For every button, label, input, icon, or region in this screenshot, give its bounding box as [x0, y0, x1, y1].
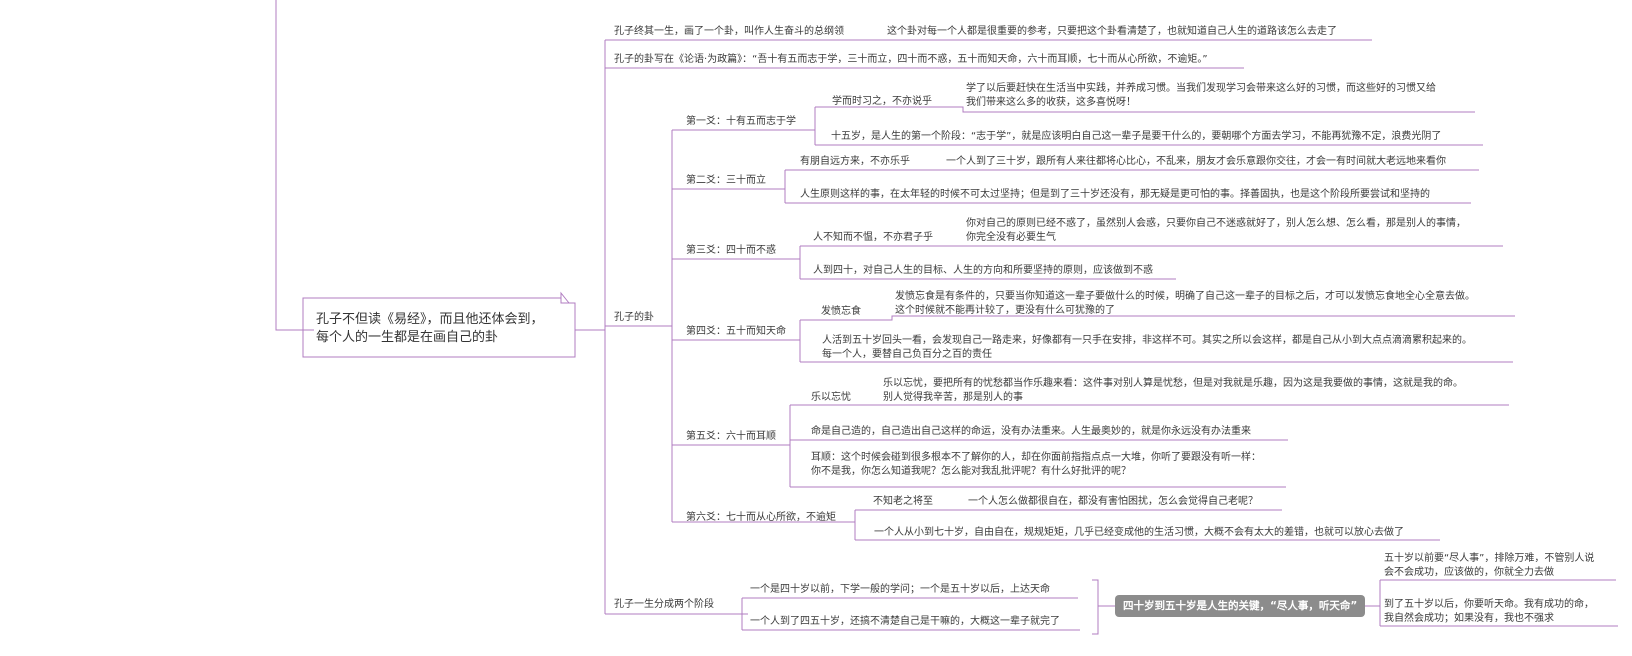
yao-1-sub-1-detail-2[interactable]: 我们带来这么多的收获，这多喜悦呀！ [966, 97, 1136, 108]
branch-lunyu-quote[interactable]: 孔子的卦写在《论语·为政篇》：“吾十有五而志于学，三十而立，四十而不惑，五十而知… [614, 54, 1208, 65]
yao-5-sub-1-detail-1[interactable]: 乐以忘忧，要把所有的忧愁都当作乐趣来看：这件事对别人算是忧愁，但是对我就是乐趣，… [883, 378, 1463, 389]
yao-3-sub-1[interactable]: 人不知而不愠，不亦君子乎 [813, 232, 933, 243]
stages-key-detail-1-line2[interactable]: 会不会成功，应该做的，你就全力去做 [1384, 567, 1554, 578]
yao-4-sub-2-line1[interactable]: 人活到五十岁回头一看，会发现自己一路走来，好像都有一只手在安排，非这样不可。其实… [822, 335, 1472, 346]
yao-5-sub-3-line2[interactable]: 你不是我，你怎么知道我呢？怎么能对我乱批评呢？有什么好批评的呢？ [811, 466, 1131, 477]
stages-key-detail-2-line2[interactable]: 我自然会成功；如果没有，我也不强求 [1384, 613, 1554, 624]
branch-summary-left[interactable]: 孔子终其一生，画了一个卦，叫作人生奋斗的总纲领 [614, 26, 844, 37]
yao-3-sub-1-detail-2[interactable]: 你完全没有必要生气 [966, 232, 1056, 243]
branch-gua-label[interactable]: 孔子的卦 [614, 312, 654, 323]
yao-6-sub-1[interactable]: 不知老之将至 [873, 496, 933, 507]
yao-1-label[interactable]: 第一爻：十有五而志于学 [686, 116, 796, 127]
yao-3-sub-1-detail-1[interactable]: 你对自己的原则已经不惑了，虽然别人会惑，只要你自己不迷惑就好了，别人怎么想、怎么… [966, 218, 1466, 229]
branch-two-stages-label[interactable]: 孔子一生分成两个阶段 [614, 599, 714, 610]
yao-3-sub-2[interactable]: 人到四十，对自己人生的目标、人生的方向和所要坚持的原则，应该做到不惑 [813, 265, 1153, 276]
stages-key-detail-2-line1[interactable]: 到了五十岁以后，你要听天命。我有成功的命， [1384, 599, 1594, 610]
yao-5-label[interactable]: 第五爻：六十而耳顺 [686, 431, 776, 442]
stages-key-summary[interactable]: 四十岁到五十岁是人生的关键，“尽人事，听天命” [1115, 595, 1366, 617]
yao-6-label[interactable]: 第六爻：七十而从心所欲，不逾矩 [686, 512, 836, 523]
yao-2-label[interactable]: 第二爻：三十而立 [686, 175, 766, 186]
yao-1-sub-2[interactable]: 十五岁，是人生的第一个阶段：“志于学”，就是应该明白自己这一辈子是要干什么的，要… [831, 131, 1442, 142]
yao-3-label[interactable]: 第三爻：四十而不惑 [686, 245, 776, 256]
yao-4-sub-1[interactable]: 发愤忘食 [821, 306, 861, 317]
stages-key-detail-1-line1[interactable]: 五十岁以前要“尽人事”，排除万难，不管别人说 [1384, 553, 1595, 564]
yao-5-sub-2[interactable]: 命是自己造的，自己造出自己这样的命运，没有办法重来。人生最奥妙的，就是你永远没有… [811, 426, 1251, 437]
branch-summary-right[interactable]: 这个卦对每一个人都是很重要的参考，只要把这个卦看清楚了，也就知道自己人生的道路该… [887, 26, 1337, 37]
stages-sub-2[interactable]: 一个人到了四五十岁，还搞不清楚自己是干嘛的，大概这一辈子就完了 [750, 616, 1060, 627]
yao-5-sub-1-detail-2[interactable]: 别人觉得我辛苦，那是别人的事 [883, 392, 1023, 403]
root-topic[interactable]: 孔子不但读《易经》，而且他还体会到， 每个人的一生都是在画自己的卦 [316, 311, 544, 347]
yao-6-sub-2[interactable]: 一个人从小到七十岁，自由自在，规规矩矩，几乎已经变成他的生活习惯，大概不会有太大… [874, 527, 1404, 538]
yao-5-sub-3-line1[interactable]: 耳顺：这个时候会碰到很多根本不了解你的人，却在你面前指指点点一大堆，你听了要跟没… [811, 452, 1261, 463]
yao-1-sub-1[interactable]: 学而时习之，不亦说乎 [832, 96, 932, 107]
yao-5-sub-1[interactable]: 乐以忘忧 [811, 392, 851, 403]
yao-4-label[interactable]: 第四爻：五十而知天命 [686, 326, 786, 337]
root-topic-line1: 孔子不但读《易经》，而且他还体会到， [316, 312, 544, 327]
yao-4-sub-1-detail-1[interactable]: 发愤忘食是有条件的，只要当你知道这一辈子要做什么的时候，明确了自己这一辈子的目标… [895, 291, 1475, 302]
stages-sub-1[interactable]: 一个是四十岁以前，下学一般的学问；一个是五十岁以后，上达天命 [750, 584, 1050, 595]
yao-1-sub-1-detail-1[interactable]: 学了以后要赶快在生活当中实践，并养成习惯。当我们发现学习会带来这么好的习惯，而这… [966, 83, 1436, 94]
yao-4-sub-2-line2[interactable]: 每一个人，要替自己负百分之百的责任 [822, 349, 992, 360]
root-topic-line2: 每个人的一生都是在画自己的卦 [316, 330, 499, 345]
yao-2-sub-2[interactable]: 人生原则这样的事，在太年轻的时候不可太过坚持；但是到了三十岁还没有，那无疑是更可… [800, 189, 1430, 200]
yao-2-sub-1-detail[interactable]: 一个人到了三十岁，跟所有人来往都将心比心，不乱来，朋友才会乐意跟你交往，才会一有… [946, 156, 1446, 167]
yao-4-sub-1-detail-2[interactable]: 这个时候就不能再计较了，更没有什么可犹豫的了 [895, 305, 1115, 316]
yao-2-sub-1[interactable]: 有朋自远方来，不亦乐乎 [800, 156, 910, 167]
yao-6-sub-1-detail[interactable]: 一个人怎么做都很自在，都没有害怕困扰，怎么会觉得自己老呢？ [968, 496, 1258, 507]
